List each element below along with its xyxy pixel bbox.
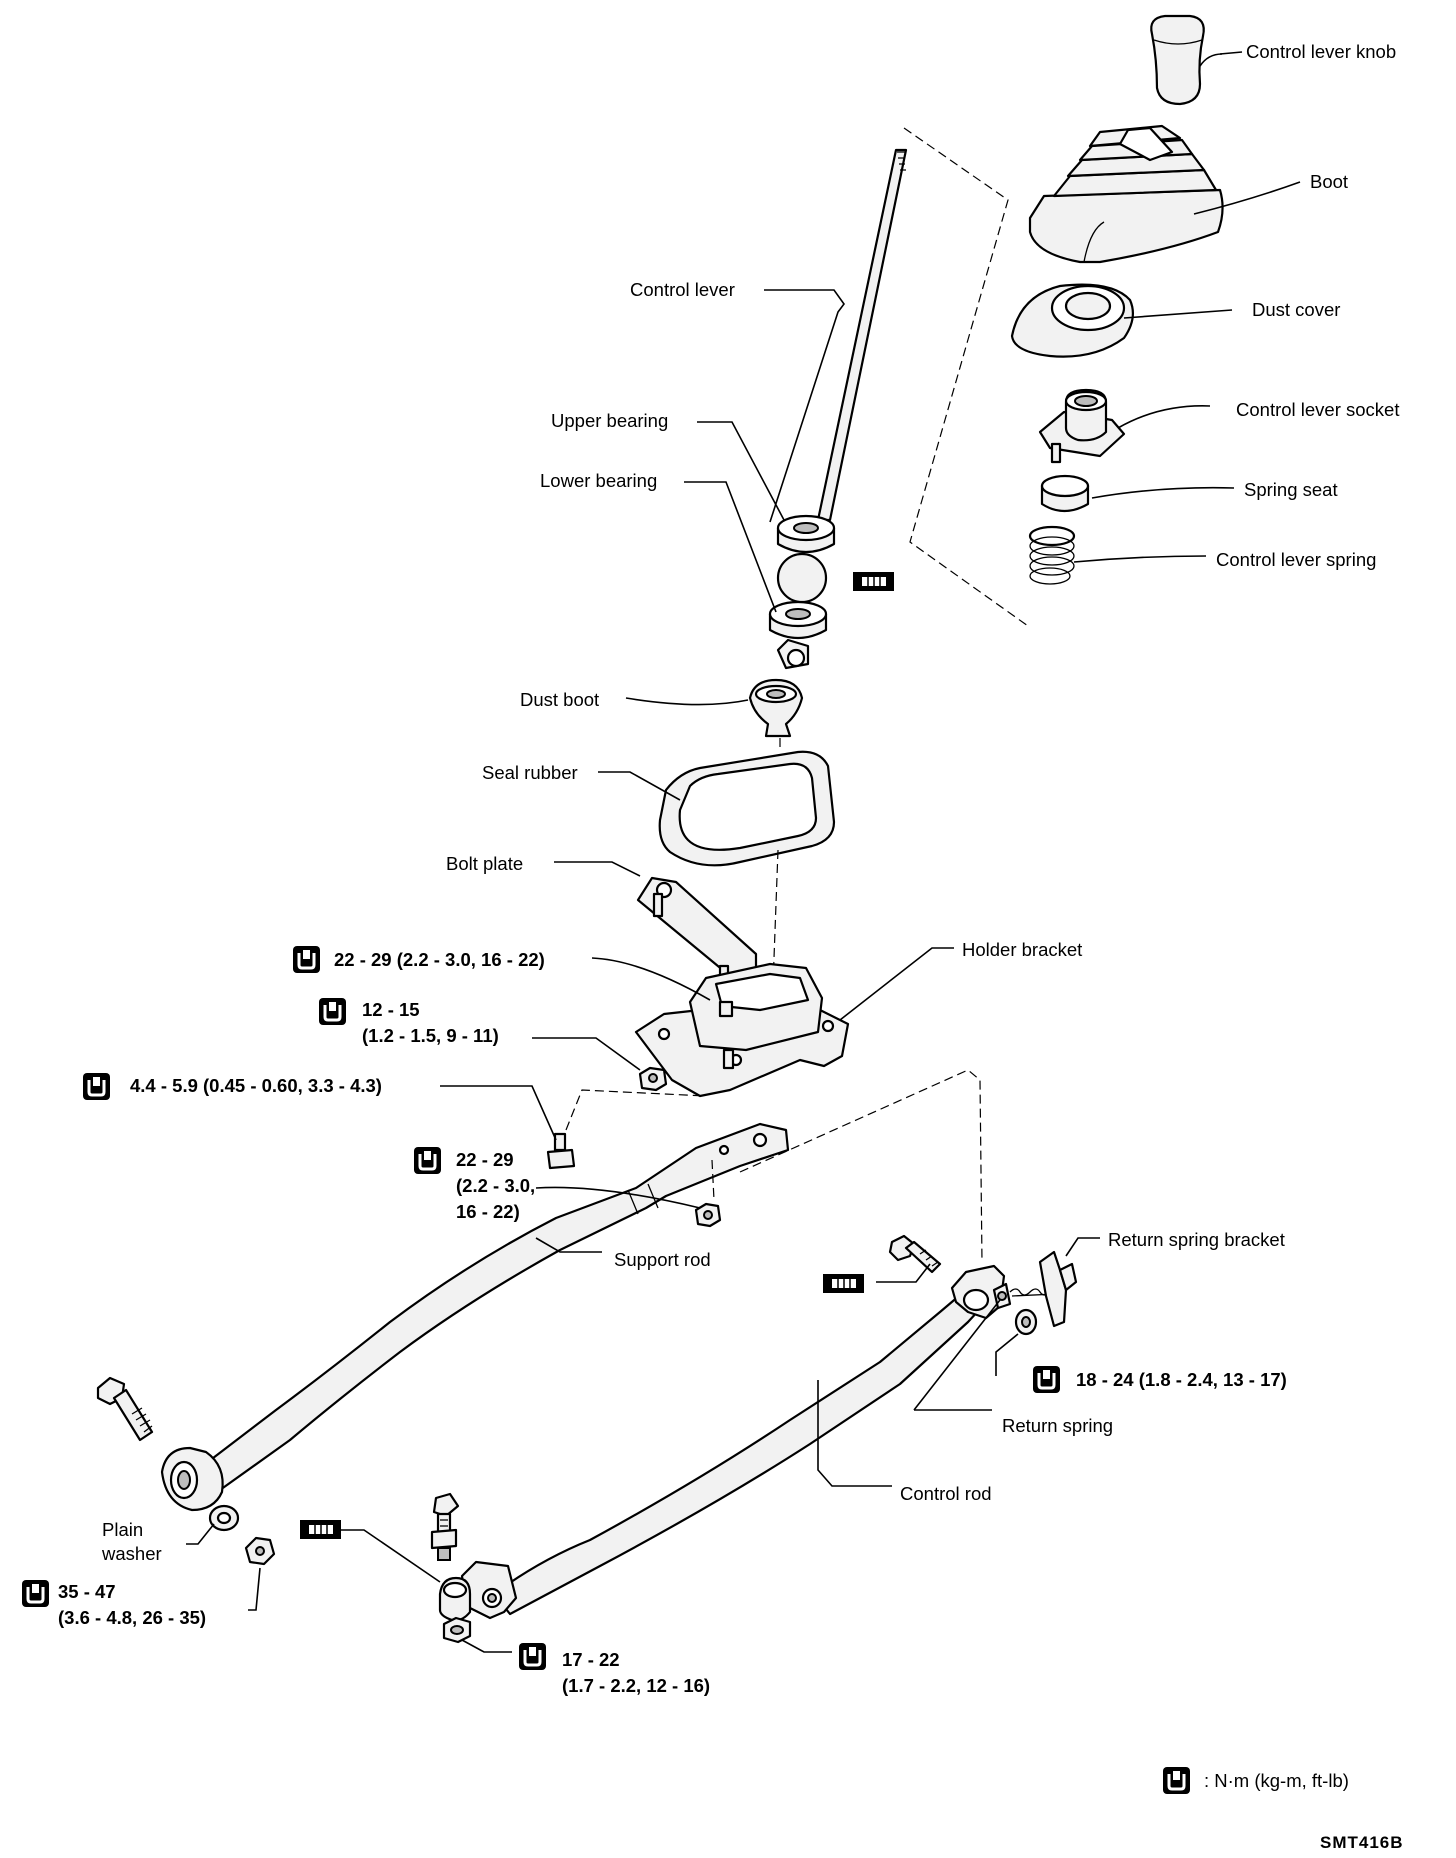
control-lever-ball — [776, 552, 828, 604]
torque-wrench-icon — [317, 996, 348, 1027]
support-rod-end-bolt-part — [96, 1376, 154, 1442]
boot-part — [1028, 124, 1224, 264]
label-plain-washer-1: Plain — [102, 1519, 143, 1540]
label-control-lever: Control lever — [630, 279, 735, 300]
label-return-spring-bracket: Return spring bracket — [1108, 1229, 1285, 1250]
torque-return-spring-nut: 18 - 24 (1.8 - 2.4, 13 - 17) — [1076, 1369, 1287, 1390]
label-lower-bearing: Lower bearing — [540, 470, 657, 491]
control-rod-clevis-bolt-part — [888, 1234, 942, 1274]
torque-holder-nut-1: 12 - 15 — [362, 999, 420, 1020]
label-control-lever-socket: Control lever socket — [1236, 399, 1399, 420]
part-labels: Control lever knob Boot Control lever Du… — [101, 41, 1399, 1564]
upper-bearing-part — [776, 514, 836, 554]
control-rod-end-nut-part — [442, 1616, 472, 1644]
torque-support-nut-2: (2.2 - 3.0, — [456, 1175, 535, 1196]
seal-rubber-part — [658, 750, 836, 867]
label-dust-boot: Dust boot — [520, 689, 599, 710]
label-seal-rubber: Seal rubber — [482, 762, 578, 783]
control-lever-socket-part — [1038, 388, 1126, 464]
torque-support-bolt: 4.4 - 5.9 (0.45 - 0.60, 3.3 - 4.3) — [130, 1075, 382, 1096]
torque-wrench-icon — [81, 1071, 112, 1102]
label-holder-bracket: Holder bracket — [962, 939, 1082, 960]
torque-labels: 22 - 29 (2.2 - 3.0, 16 - 22) 12 - 15 (1.… — [58, 949, 1287, 1696]
label-control-lever-knob: Control lever knob — [1246, 41, 1396, 62]
torque-wrench-icon — [1031, 1364, 1062, 1395]
label-support-rod: Support rod — [614, 1249, 711, 1270]
control-rod-part — [438, 1264, 1012, 1622]
label-return-spring: Return spring — [1002, 1415, 1113, 1436]
label-spring-seat: Spring seat — [1244, 479, 1338, 500]
leader-lines — [186, 51, 1301, 1653]
torque-support-nut-1: 22 - 29 — [456, 1149, 514, 1170]
label-control-lever-spring: Control lever spring — [1216, 549, 1376, 570]
torque-wrench-icon — [517, 1641, 548, 1672]
label-plain-washer-2: washer — [101, 1543, 162, 1564]
torque-wrench-icon — [1161, 1765, 1192, 1796]
holder-bolt-part — [722, 1048, 735, 1070]
holder-nut-part — [638, 1066, 668, 1092]
torque-wrench-icon — [291, 944, 322, 975]
label-control-rod: Control rod — [900, 1483, 992, 1504]
grease-icon — [822, 1273, 865, 1294]
control-lever-part — [816, 148, 908, 522]
plain-washer-part — [208, 1504, 240, 1532]
dust-cover-part — [1010, 283, 1135, 358]
label-dust-cover: Dust cover — [1252, 299, 1340, 320]
support-rod-end-nut-part — [244, 1536, 276, 1566]
control-rod-end-bolt-part — [430, 1492, 460, 1561]
torque-support-nut-3: 16 - 22) — [456, 1201, 520, 1222]
lower-bearing-part — [768, 600, 828, 640]
label-bolt-plate: Bolt plate — [446, 853, 523, 874]
torque-bolt-plate-bolt: 22 - 29 (2.2 - 3.0, 16 - 22) — [334, 949, 545, 970]
figure-code: SMT416B — [1320, 1833, 1404, 1852]
grease-icon — [299, 1519, 342, 1540]
spring-seat-part — [1040, 474, 1090, 513]
legend-unit: : N·m (kg-m, ft-lb) — [1204, 1770, 1349, 1791]
label-upper-bearing: Upper bearing — [551, 410, 668, 431]
label-boot: Boot — [1310, 171, 1348, 192]
grease-icon — [852, 571, 895, 592]
torque-control-rod-end-2: (1.7 - 2.2, 12 - 16) — [562, 1675, 710, 1696]
control-lever-spring-part — [1028, 525, 1076, 585]
return-spring-bracket-part — [1038, 1250, 1078, 1328]
control-lever-knob-part — [1150, 14, 1205, 106]
torque-holder-nut-2: (1.2 - 1.5, 9 - 11) — [362, 1025, 499, 1046]
torque-wrench-icon — [20, 1578, 51, 1609]
torque-support-rod-end-2: (3.6 - 4.8, 26 - 35) — [58, 1607, 206, 1628]
support-rod-part — [160, 1122, 790, 1512]
support-bolt-part — [546, 1132, 576, 1170]
dust-boot-part — [748, 678, 804, 738]
torque-control-rod-end-1: 17 - 22 — [562, 1649, 620, 1670]
return-spring-nut-part — [1014, 1308, 1038, 1336]
support-rod-nut-part — [694, 1202, 722, 1228]
bolt-plate-part — [636, 876, 758, 986]
holder-bracket-part — [634, 962, 850, 1098]
torque-support-rod-end-1: 35 - 47 — [58, 1581, 116, 1602]
torque-wrench-icon — [412, 1145, 443, 1176]
control-lever-stub — [776, 638, 810, 670]
